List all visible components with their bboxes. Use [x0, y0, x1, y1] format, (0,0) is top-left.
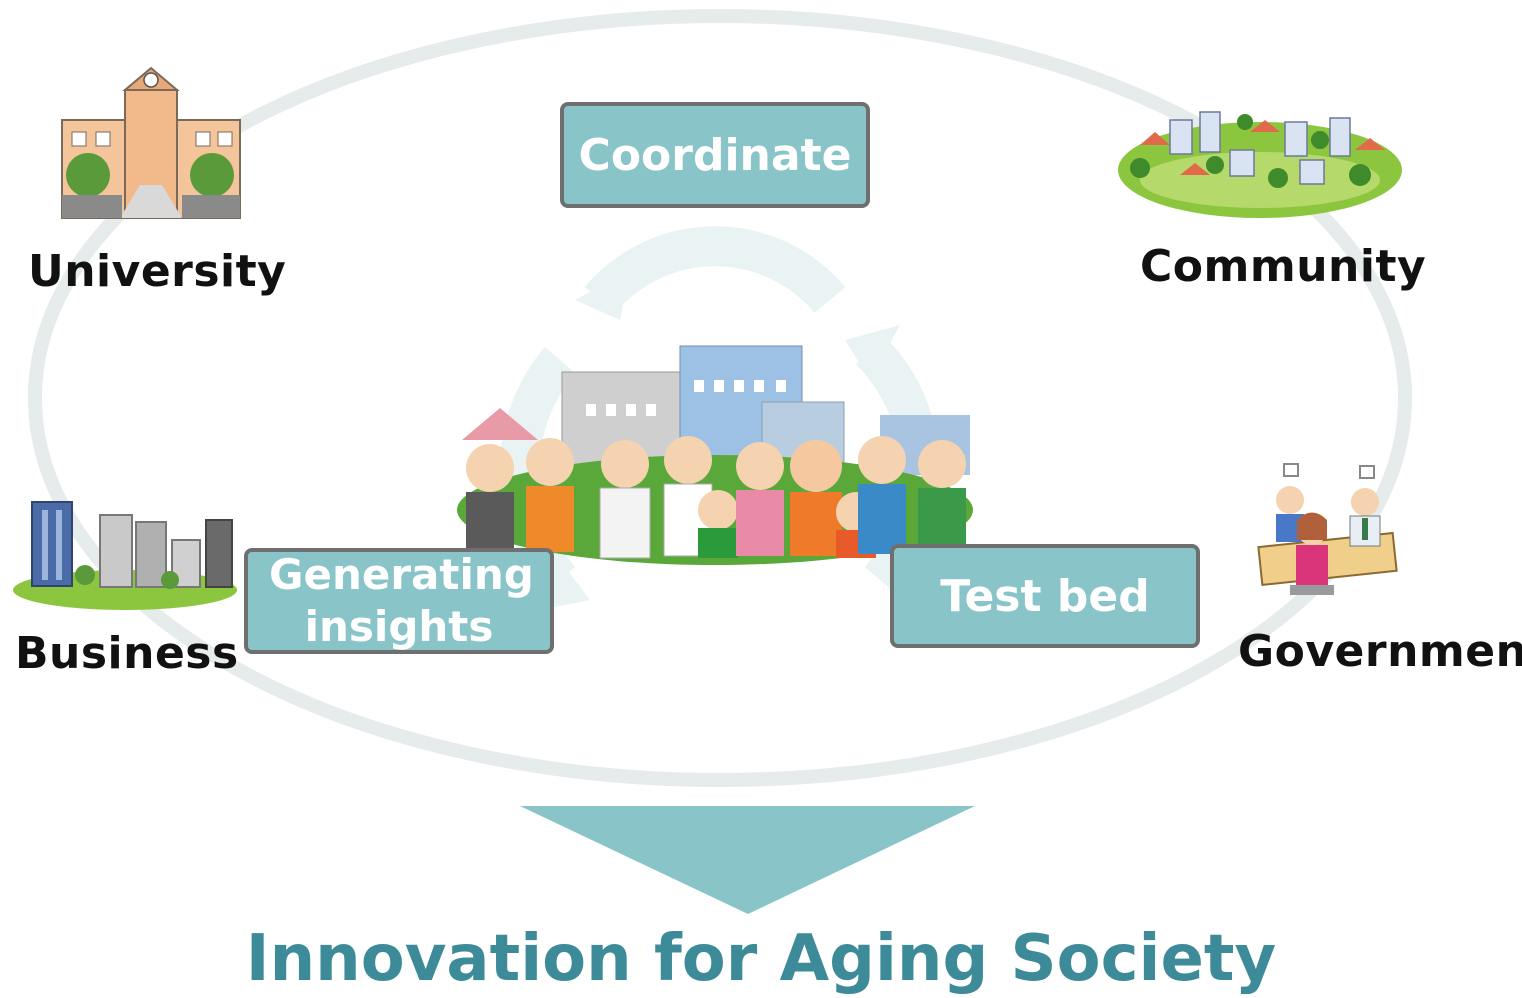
coordinate-text: Coordinate — [578, 129, 852, 181]
generating-insights-box: Generating insights — [244, 548, 554, 654]
community-label: Community — [1140, 241, 1427, 292]
test-bed-text: Test bed — [940, 570, 1150, 622]
outcome-title: Innovation for Aging Society — [245, 922, 1277, 996]
government-label: Government — [1238, 626, 1522, 677]
community-town-icon — [1118, 111, 1402, 218]
generating-insights-text: Generating insights — [269, 550, 534, 651]
university-building-icon — [61, 66, 241, 219]
people-group-illustration — [457, 345, 973, 565]
down-arrow — [520, 806, 975, 914]
university-label: University — [28, 246, 287, 297]
business-buildings-icon — [13, 501, 237, 610]
government-office-icon — [1257, 463, 1398, 595]
test-bed-box: Test bed — [890, 544, 1200, 648]
ecosystem-ellipse — [28, 9, 1412, 787]
business-label: Business — [15, 628, 239, 679]
coordinate-box: Coordinate — [560, 102, 870, 208]
